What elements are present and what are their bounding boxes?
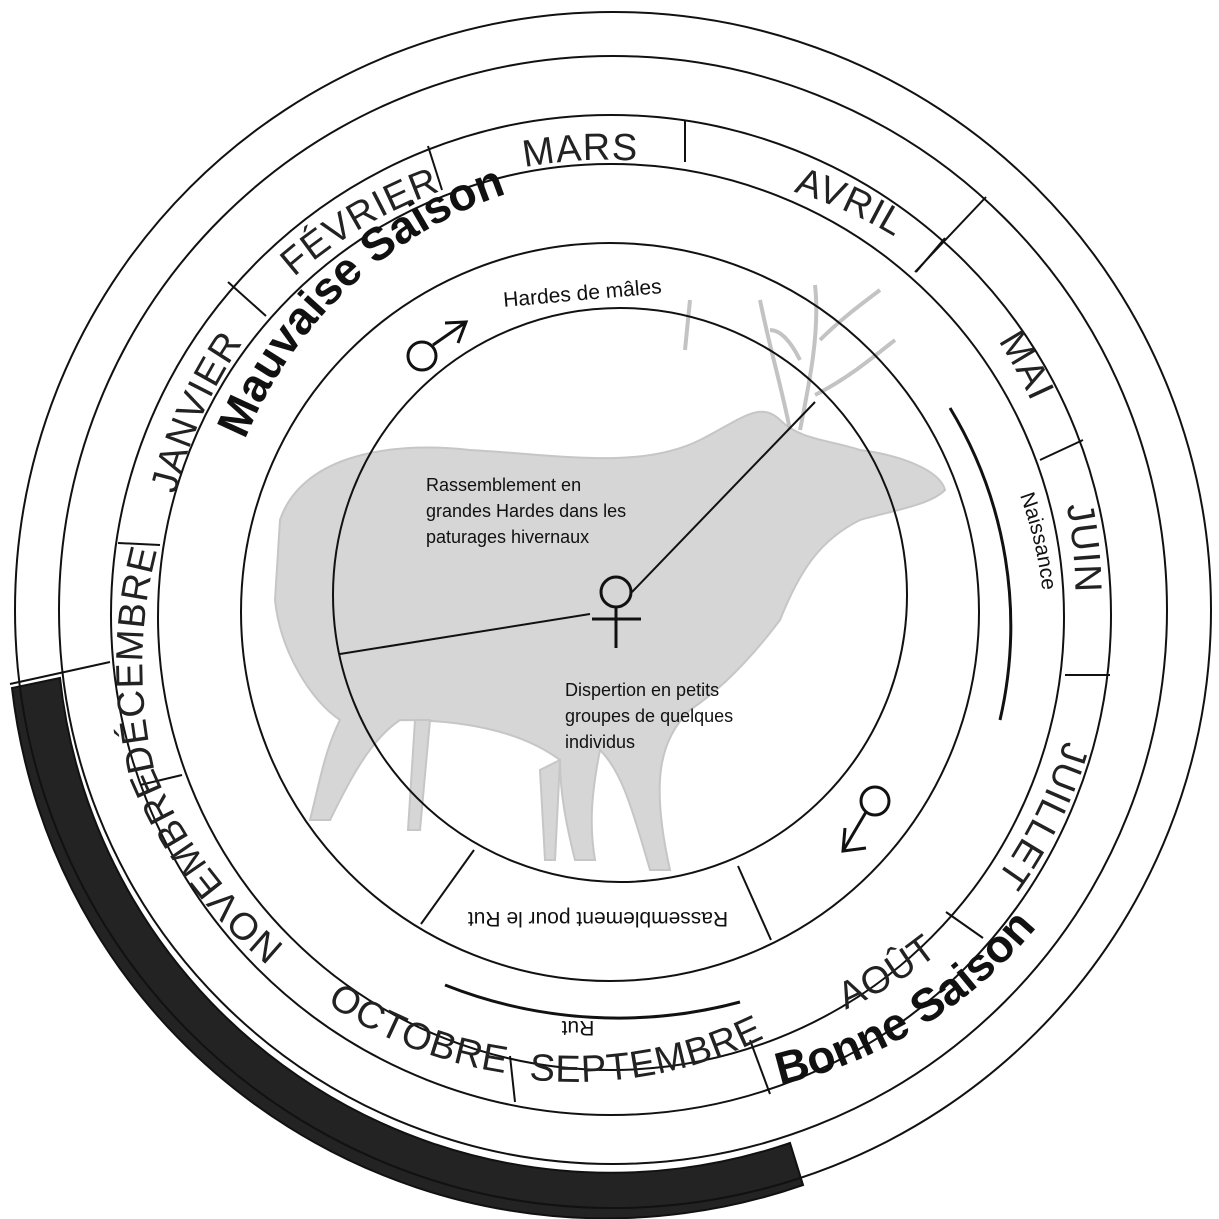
month-december: DÉCEMBRE <box>109 542 166 777</box>
antlers <box>685 285 895 430</box>
month-october: OCTOBRE <box>322 975 512 1082</box>
rut-arc <box>445 985 740 1018</box>
male-symbol <box>408 322 466 370</box>
rut-gathering-label: Rassemblement pour le Rut <box>468 907 728 930</box>
deer-illustration <box>275 412 945 870</box>
good-season-label: Bonne Saison <box>769 899 1044 1095</box>
male-symbol-rut <box>843 787 889 851</box>
rut-label: Rut <box>561 1016 594 1039</box>
birth-arc <box>950 408 1011 720</box>
males-herds-label: Hardes de mâles <box>502 275 662 312</box>
rut-gathering-left-divider <box>421 850 474 924</box>
month-july: JUILLET <box>989 738 1096 898</box>
rut-gathering-right-divider <box>738 866 771 940</box>
month-june: JUIN <box>1058 500 1109 594</box>
month-may: MAI <box>991 324 1062 407</box>
birth-label: Naissance <box>1015 489 1060 591</box>
month-march: MARS <box>520 127 640 176</box>
